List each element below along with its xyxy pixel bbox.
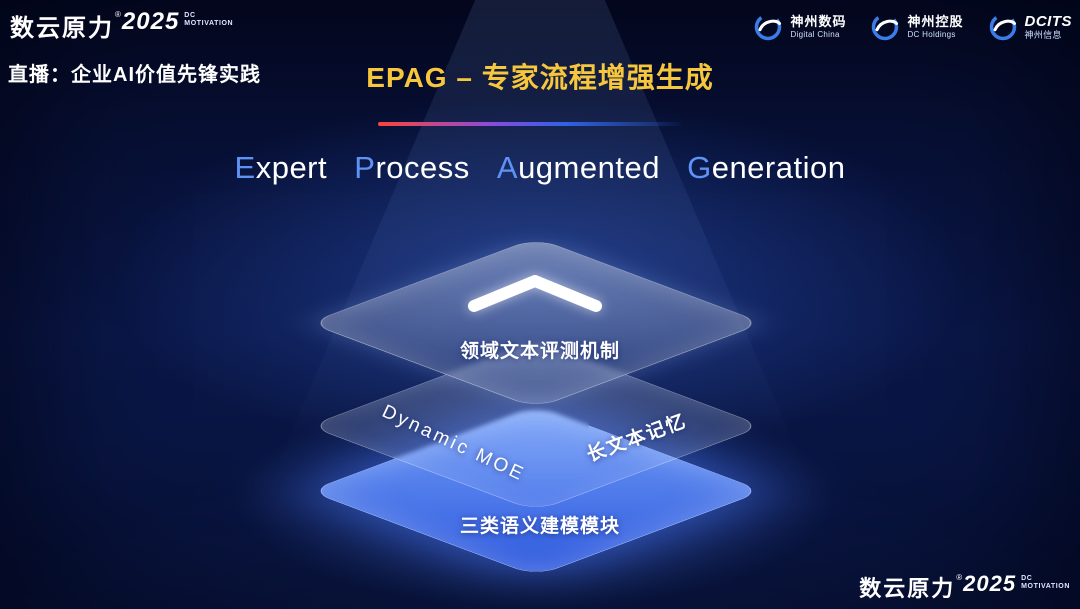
chevron-up-icon (460, 270, 610, 321)
top-layer-label: 领域文本评测机制 (459, 341, 620, 362)
partner-logo-en: Digital China (790, 29, 840, 39)
subtitle-word: Generation (687, 150, 845, 186)
subtitle-word: Process (354, 150, 470, 186)
subtitle-word-initial: E (234, 150, 256, 185)
partner-logo-cn: 神州控股 (907, 13, 964, 29)
partner-logos: 神州数码 Digital China 神州控股 DC Holdings (753, 12, 1072, 42)
partner-logo-en: 神州信息 (1024, 30, 1062, 41)
digital-china-logo-icon (753, 12, 783, 42)
subtitle-word-rest: xpert (255, 150, 328, 185)
partner-logo-digital-china: 神州数码 Digital China (753, 12, 846, 42)
subtitle-word-rest: eneration (711, 150, 846, 185)
brand-name: 数云原力 (10, 15, 114, 42)
subtitle-word-initial: P (354, 150, 376, 185)
partner-logo-cn: DCITS (1024, 13, 1072, 31)
partner-logo-text: DCITS 神州信息 (1025, 13, 1073, 41)
dc-holdings-logo-icon (870, 12, 900, 42)
brand-tagline-line2: MOTIVATION (184, 20, 234, 27)
subtitle: Expert Process Augmented Generation (0, 150, 1080, 186)
subtitle-word-rest: ugmented (518, 150, 660, 185)
brand-tagline-line1: DC (184, 12, 196, 19)
layer-domain-evaluation (308, 237, 764, 409)
subtitle-word-initial: G (687, 150, 712, 185)
footer-brand-registered-mark: ® (956, 573, 963, 582)
live-label: 直播：企业AI价值先锋实践 (8, 64, 261, 86)
partner-logo-text: 神州数码 Digital China (790, 13, 847, 39)
subtitle-word: Expert (235, 150, 328, 186)
brand-registered-mark: ® (115, 10, 121, 19)
subtitle-word-rest: rocess (375, 150, 470, 185)
footer-brand-tagline-line1: DC (1021, 575, 1033, 582)
page-title: EPAG – 专家流程增强生成 (366, 62, 714, 93)
partner-logo-text: 神州控股 DC Holdings (907, 13, 964, 39)
subtitle-word: Augmented (497, 150, 660, 186)
partner-logo-cn: 神州数码 (790, 13, 847, 29)
footer-brand-tagline-line2: MOTIVATION (1021, 583, 1070, 590)
dcits-logo-icon (988, 12, 1018, 42)
partner-logo-en: DC Holdings (907, 29, 956, 39)
subtitle-word-initial: A (496, 150, 519, 185)
partner-logo-dc-holdings: 神州控股 DC Holdings (870, 12, 963, 42)
brand-year: 2025 (121, 8, 180, 35)
footer-brand-year: 2025 (963, 571, 1017, 596)
bottom-layer-label: 三类语义建模模块 (459, 516, 620, 537)
partner-logo-dcits: DCITS 神州信息 (988, 12, 1073, 42)
footer-brand-name: 数云原力 (859, 576, 956, 601)
title-underline (378, 122, 681, 126)
